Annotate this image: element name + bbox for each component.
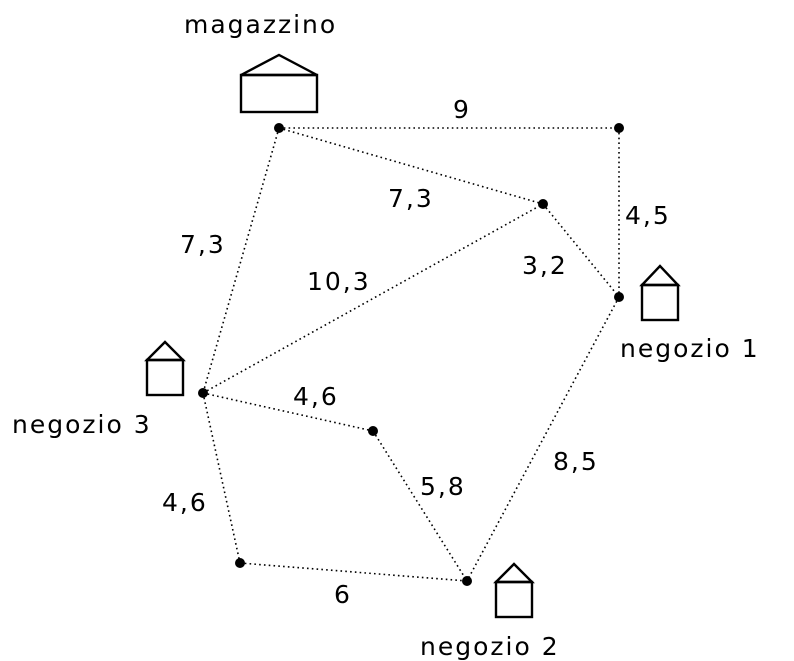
node-center (368, 426, 378, 436)
place-label-negozio-2: negozio 2 (420, 632, 560, 661)
node-negozio-1 (614, 292, 624, 302)
edge-weight-label: 4,5 (625, 201, 671, 230)
node-magazzino (274, 123, 284, 133)
edge-weight-label: 10,3 (307, 267, 371, 296)
edge-weight-label: 6 (334, 580, 352, 609)
edge-negozio-3-center-right (202, 203, 544, 394)
edge-weight-label: 4,6 (293, 382, 339, 411)
shop-icon (144, 340, 186, 397)
shop-icon (639, 264, 681, 322)
edge-negozio-1-negozio-2 (466, 296, 620, 582)
edge-center-right-negozio-1 (542, 203, 620, 298)
edge-weight-label: 7,3 (388, 184, 434, 213)
place-labels: magazzino negozio 1 negozio 3 negozio 2 (12, 10, 760, 661)
edge-weight-label: 5,8 (420, 472, 466, 501)
edge-weight-label: 3,2 (522, 251, 568, 280)
edges (202, 127, 620, 582)
shop-icon (493, 562, 535, 619)
node-negozio-2 (462, 576, 472, 586)
edge-center-negozio-2 (372, 430, 468, 582)
weight-labels: 9 7,3 4,5 3,2 7,3 10,3 4,6 5,8 8,5 4,6 6 (162, 95, 671, 609)
edge-negozio-3-center (202, 392, 374, 432)
node-center-right (538, 199, 548, 209)
warehouse-icon (239, 53, 319, 114)
edge-weight-label: 7,3 (180, 230, 226, 259)
place-label-magazzino: magazzino (184, 10, 337, 39)
edge-weight-label: 4,6 (162, 488, 208, 517)
nodes (198, 123, 624, 586)
edge-weight-label: 8,5 (553, 447, 599, 476)
node-negozio-3 (198, 388, 208, 398)
edge-magazzino-negozio-3 (202, 127, 280, 394)
edge-weight-label: 9 (453, 95, 471, 124)
edge-bottom-left-negozio-2 (239, 562, 468, 582)
place-label-negozio-1: negozio 1 (620, 334, 760, 363)
edge-negozio-3-bottom-left (202, 392, 241, 564)
node-bottom-left (235, 558, 245, 568)
node-top-right (614, 123, 624, 133)
place-label-negozio-3: negozio 3 (12, 410, 152, 439)
